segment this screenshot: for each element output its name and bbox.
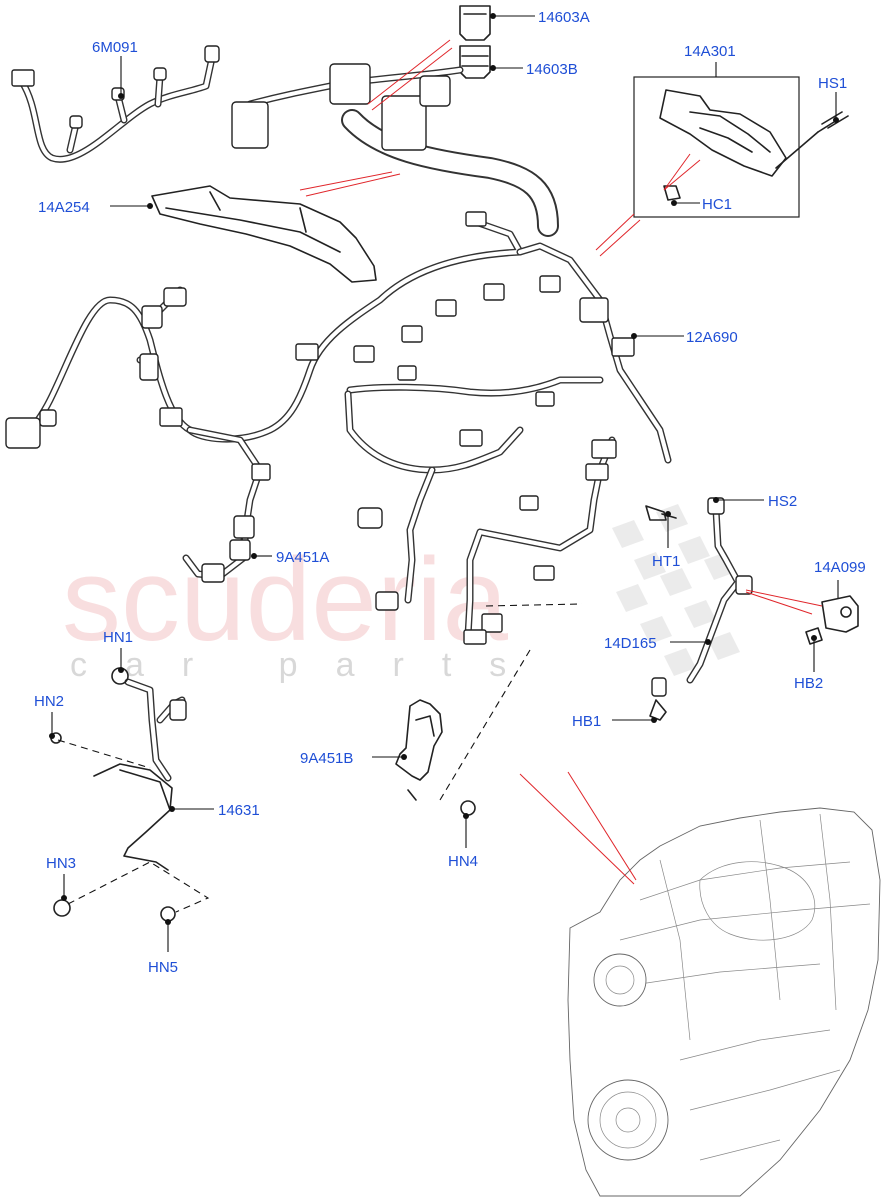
bracket-14A301-box[interactable] [633,76,849,218]
label-12A690: 12A690 [686,329,738,346]
label-14A301: 14A301 [684,43,736,60]
label-HB1: HB1 [572,713,601,730]
label-HS1: HS1 [818,75,847,92]
label-14631: 14631 [218,802,260,819]
label-14A099: 14A099 [814,559,866,576]
nut-HN4[interactable] [460,800,476,816]
watermark: scuderia car parts [62,504,740,684]
label-HS2: HS2 [768,493,797,510]
nut-HN5[interactable] [160,906,176,922]
sensor-lead-9A451A[interactable] [182,515,255,583]
watermark-main: scuderia [62,534,508,666]
grommet-14603B[interactable] [459,45,491,79]
label-14A254: 14A254 [38,199,90,216]
engine-assembly-illustration [567,807,881,1197]
bracket-9A451B[interactable] [395,699,443,801]
label-HN5: HN5 [148,959,178,976]
watermark-sub: car parts [70,646,544,684]
label-HN3: HN3 [46,855,76,872]
label-9A451A: 9A451A [276,549,329,566]
label-14D165: 14D165 [604,635,657,652]
label-6M091: 6M091 [92,39,138,56]
leader-lines [49,13,839,952]
checker-flag-watermark [612,504,740,676]
harness-6M091[interactable] [11,45,220,163]
label-9A451B: 9A451B [300,750,353,767]
label-14603A: 14603A [538,9,590,26]
part-labels: 6M091 14603A 14603B 14A301 HS1 HC1 14A25… [34,9,866,976]
callout-lines [299,39,823,885]
grommet-14603A[interactable] [459,5,491,41]
harness-upper-trunk[interactable] [231,63,559,237]
label-HN2: HN2 [34,693,64,710]
label-14603B: 14603B [526,61,578,78]
label-HB2: HB2 [794,675,823,692]
label-HT1: HT1 [652,553,680,570]
label-HN1: HN1 [103,629,133,646]
label-HN4: HN4 [448,853,478,870]
assembly-dashed-lines [57,603,583,913]
sensor-14A099[interactable] [805,595,859,645]
nut-HN3[interactable] [53,899,71,917]
harness-12A690[interactable] [5,211,672,645]
label-HC1: HC1 [702,196,732,213]
harness-14631[interactable] [93,667,187,871]
heat-shield-14A254[interactable] [151,185,377,283]
